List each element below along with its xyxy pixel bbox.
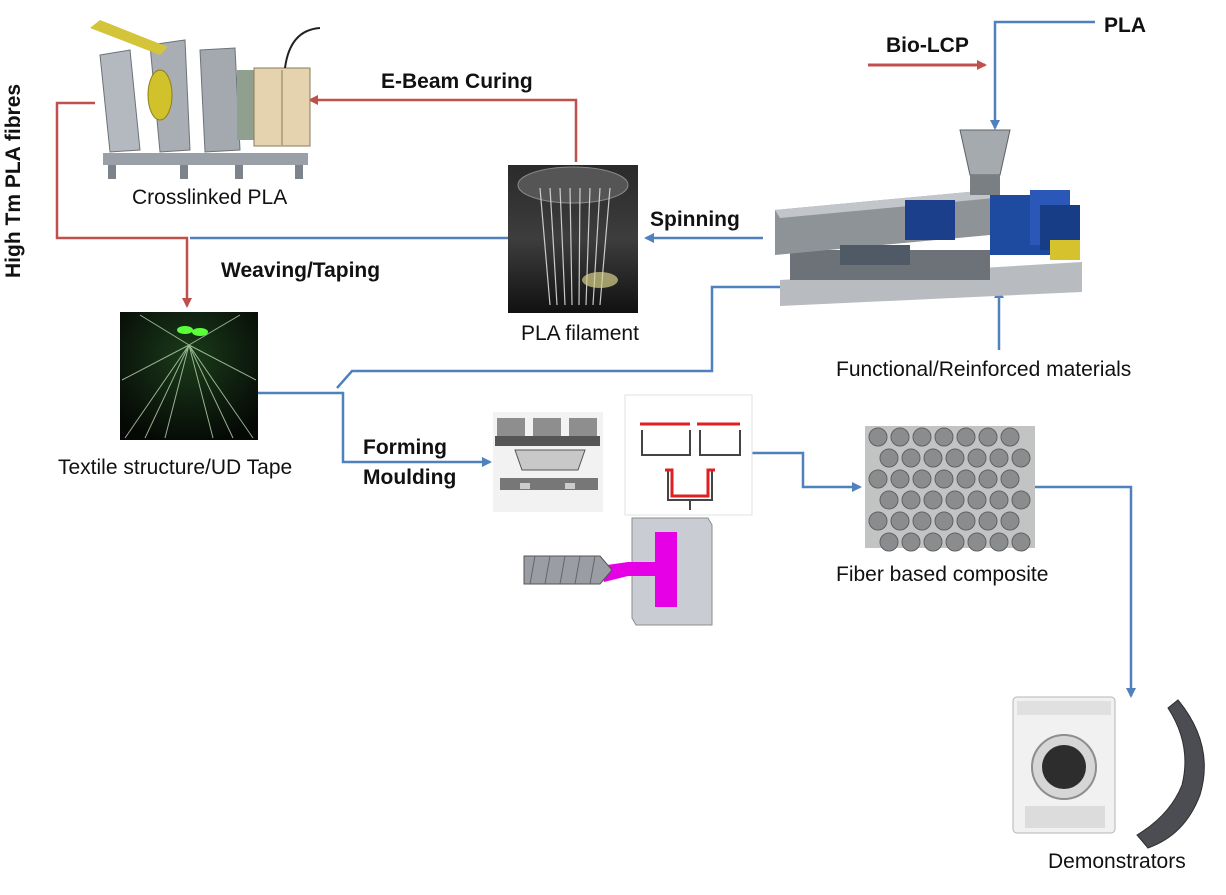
dryer-appliance-icon <box>1012 696 1116 834</box>
fiber-dot <box>890 469 910 489</box>
textile-structure-label: Textile structure/UD Tape <box>58 456 293 479</box>
fiber-dot <box>879 490 899 510</box>
pla-label: PLA <box>1104 14 1146 37</box>
e-beam-curing-label: E-Beam Curing <box>381 70 533 93</box>
fiber-dot <box>1011 490 1031 510</box>
high-tm-fibres-arrow <box>55 101 192 308</box>
fiber-dot <box>967 448 987 468</box>
demonstrators-label: Demonstrators <box>1048 850 1186 873</box>
curved-part-icon <box>1136 699 1205 849</box>
forming-moulding-arrow <box>258 391 492 467</box>
textile-loom-icon <box>120 312 258 440</box>
filament-spinneret-icon <box>508 165 638 313</box>
fiber-dot <box>1000 469 1020 489</box>
fiber-dot <box>978 469 998 489</box>
bio-lcp-label: Bio-LCP <box>886 34 969 57</box>
fiber-dot <box>989 490 1009 510</box>
fiber-dot <box>945 490 965 510</box>
fiber-dot <box>989 448 1009 468</box>
fiber-dot <box>868 469 888 489</box>
fiber-dot <box>934 511 954 531</box>
fiber-dot <box>989 532 1009 552</box>
high-tm-pla-fibres-label: High Tm PLA fibres <box>2 83 25 278</box>
crosslinked-pla-label: Crosslinked PLA <box>132 186 288 209</box>
extruder-to-forming-line <box>336 285 806 389</box>
fiber-dot <box>945 448 965 468</box>
fiber-dot <box>956 469 976 489</box>
pla-filament-label: PLA filament <box>521 322 639 345</box>
fiber-dot <box>912 511 932 531</box>
moulding-label: Moulding <box>363 466 457 489</box>
fiber-composite-label: Fiber based composite <box>836 563 1049 586</box>
fiber-dot <box>1011 532 1031 552</box>
injection-moulding-icon <box>523 517 713 626</box>
spinning-label: Spinning <box>650 208 740 231</box>
fiber-cross-section-icon <box>865 426 1035 552</box>
fiber-dot <box>934 469 954 489</box>
fiber-dot <box>879 448 899 468</box>
mould-press-icon <box>493 412 603 512</box>
weaving-taping-label: Weaving/Taping <box>221 259 381 282</box>
fiber-dot <box>956 511 976 531</box>
composite-to-demonstrators-arrow <box>1035 485 1136 698</box>
extruder-icon <box>775 129 1082 306</box>
fiber-dot <box>901 532 921 552</box>
fiber-dot <box>923 490 943 510</box>
fiber-dot <box>901 490 921 510</box>
moulding-to-composite-arrow <box>752 451 862 492</box>
functional-materials-label: Functional/Reinforced materials <box>836 358 1132 381</box>
fiber-dot <box>967 532 987 552</box>
e-beam-curing-arrow <box>308 95 578 162</box>
ebeam-machine-icon <box>90 20 321 179</box>
fiber-dot <box>868 427 888 447</box>
fiber-dot <box>1000 427 1020 447</box>
fiber-dot <box>868 511 888 531</box>
fiber-dot <box>901 448 921 468</box>
fiber-dot <box>890 511 910 531</box>
fiber-dot <box>956 427 976 447</box>
thermoforming-schematic-icon <box>624 394 753 516</box>
fiber-dot <box>978 511 998 531</box>
fiber-dot <box>934 427 954 447</box>
fiber-dot <box>1000 511 1020 531</box>
fiber-dot <box>1011 448 1031 468</box>
fiber-dot <box>967 490 987 510</box>
fiber-dot <box>978 427 998 447</box>
fiber-dot <box>912 427 932 447</box>
pla-input-arrow <box>990 20 1095 130</box>
forming-label: Forming <box>363 436 447 459</box>
fiber-dot <box>923 448 943 468</box>
fiber-dot <box>879 532 899 552</box>
fiber-dot <box>945 532 965 552</box>
fiber-dot <box>890 427 910 447</box>
fiber-dot <box>923 532 943 552</box>
fiber-dot <box>912 469 932 489</box>
